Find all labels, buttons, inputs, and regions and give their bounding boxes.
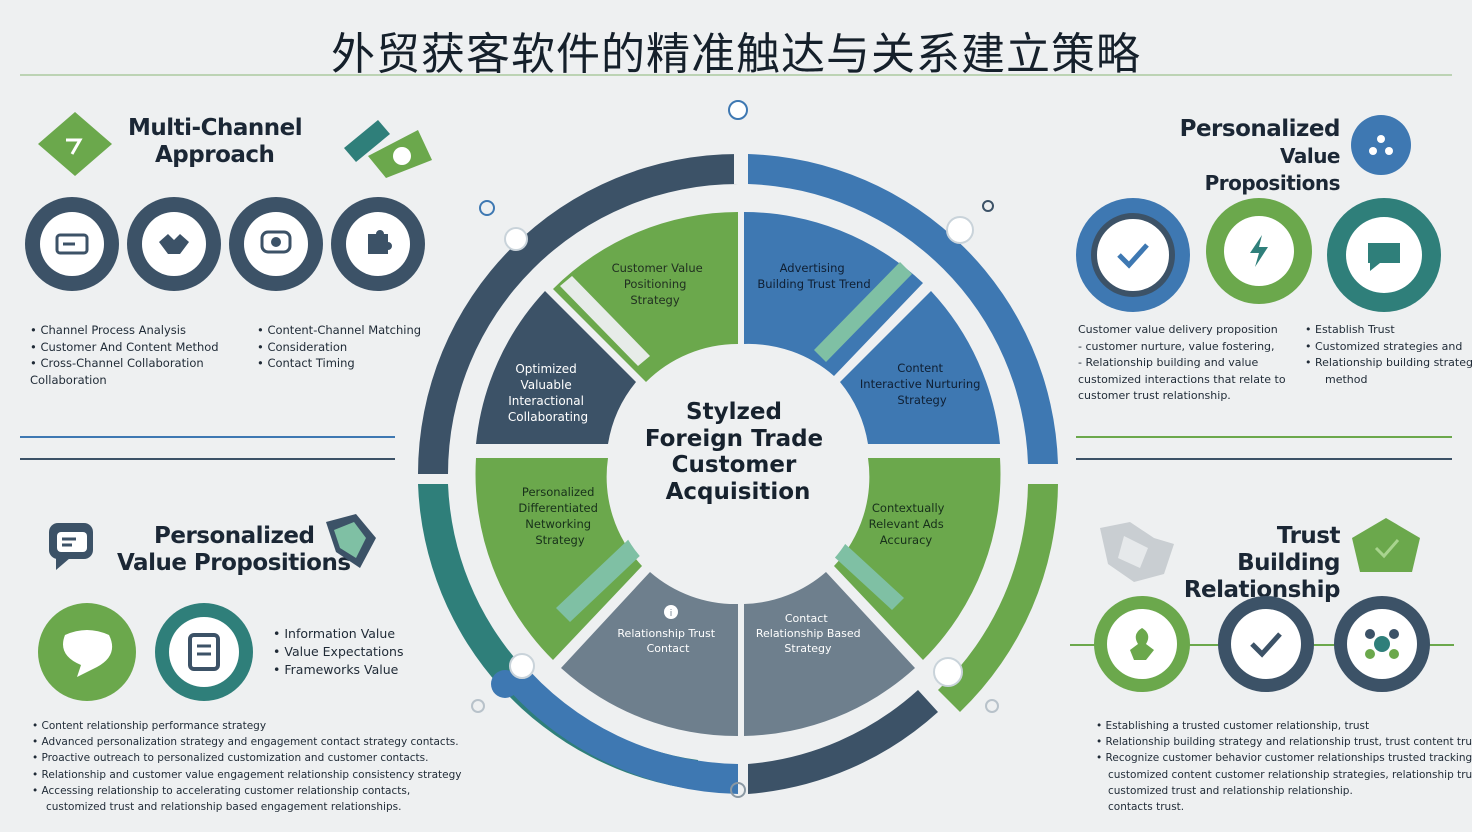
rocket-tag-icon bbox=[326, 514, 376, 568]
check-button-top[interactable] bbox=[1076, 198, 1190, 312]
hand-plant-icon bbox=[1107, 609, 1177, 679]
bullet: Information Value bbox=[273, 625, 403, 643]
card-icon bbox=[40, 212, 104, 276]
speech-bubble-icon bbox=[49, 523, 93, 570]
bullet: Value Expectations bbox=[273, 643, 403, 661]
divider bbox=[1076, 436, 1452, 438]
svg-text:i: i bbox=[670, 609, 673, 619]
handshake-icon bbox=[142, 212, 206, 276]
personalized-bottom-bullets: Information Value Value Expectations Fra… bbox=[273, 625, 403, 679]
outer-arc-bottom-right bbox=[748, 690, 938, 794]
bullet: Channel Process Analysis bbox=[30, 322, 219, 339]
handshake-gray-icon bbox=[1100, 522, 1174, 582]
channel-handshake-button[interactable] bbox=[127, 197, 221, 291]
document-button[interactable] bbox=[155, 603, 253, 701]
chat-gear-icon bbox=[244, 212, 308, 276]
segment-bottom-left bbox=[561, 572, 738, 737]
divider bbox=[20, 458, 395, 460]
divider bbox=[20, 436, 395, 438]
page-title: 外贸获客软件的精准触达与关系建立策略 bbox=[331, 29, 1141, 80]
wheel-segments bbox=[475, 212, 1001, 737]
stripe-upper-left bbox=[560, 276, 650, 366]
outer-arc-top-right bbox=[748, 154, 1058, 464]
segment-right-top bbox=[840, 291, 1000, 444]
segment-label-top-left: Customer Value Positioning Strategy bbox=[612, 261, 707, 307]
divider bbox=[1076, 458, 1452, 460]
segment-top-right bbox=[744, 212, 923, 376]
strategy-wheel: Stylzed Foreign Trade Customer Acquisiti… bbox=[418, 100, 1058, 798]
bullet: Consideration bbox=[257, 339, 421, 356]
channel-card-button[interactable] bbox=[25, 197, 119, 291]
center-hub bbox=[610, 346, 866, 602]
center-line-3: Customer bbox=[672, 452, 797, 478]
personalized-top-bullets: Establish Trust Customized strategies an… bbox=[1305, 322, 1472, 388]
message-icon bbox=[1346, 217, 1422, 293]
puzzle-icon bbox=[346, 212, 410, 276]
title-divider bbox=[20, 74, 1452, 76]
dots-button[interactable] bbox=[1351, 115, 1411, 175]
channel-chat-button[interactable] bbox=[229, 197, 323, 291]
bullet: Customer And Content Method bbox=[30, 339, 218, 356]
heart-chat-button[interactable] bbox=[38, 603, 136, 701]
info-icon: i bbox=[664, 605, 678, 619]
network-icon bbox=[1347, 609, 1417, 679]
channel-puzzle-button[interactable] bbox=[331, 197, 425, 291]
megaphone-icon bbox=[344, 120, 432, 178]
connector-dots bbox=[471, 100, 999, 798]
center-line-2: Foreign Trade bbox=[645, 426, 823, 452]
segment-label-top-right: Advertising Building Trust Trend bbox=[757, 261, 870, 291]
segment-label-left-bottom: Personalized Differentiated Networking S… bbox=[518, 485, 601, 547]
svg-text:Stylzed Foreign Trade: Stylzed Foreign Trade Customer Acquisiti… bbox=[645, 399, 831, 505]
shield-diamond-icon bbox=[1352, 518, 1420, 572]
bullet: Cross-Channel Collaboration bbox=[30, 355, 219, 372]
check-icon bbox=[1091, 213, 1175, 297]
bullet: Contact Timing bbox=[257, 355, 421, 372]
multi-channel-heading: Multi-Channel Approach bbox=[128, 115, 303, 168]
outer-arc-bottom bbox=[500, 660, 738, 794]
trust-building-heading: Trust Building Relationship bbox=[1183, 523, 1341, 603]
trust-building-paragraph: Establishing a trusted customer relation… bbox=[1096, 718, 1472, 815]
center-line-4: Acquisition bbox=[666, 479, 811, 505]
segment-label-bottom-left: Relationship Trust Contact bbox=[617, 627, 718, 655]
check-icon bbox=[1231, 609, 1301, 679]
outer-ring bbox=[418, 154, 1058, 794]
personalized-top-heading: Personalized Value Propositions bbox=[1179, 116, 1341, 195]
personalized-top-paragraph: Customer value delivery proposition - cu… bbox=[1078, 323, 1286, 402]
lightning-button[interactable] bbox=[1206, 198, 1312, 304]
segment-top-left bbox=[553, 212, 738, 382]
segment-label-bottom-right: Contact Relationship Based Strategy bbox=[756, 612, 864, 655]
segment-label-left-top: Optimized Valuable Interactional Collabo… bbox=[508, 362, 588, 424]
bullet-tail: Collaboration bbox=[30, 372, 107, 387]
bullet: Content-Channel Matching bbox=[257, 322, 421, 339]
personalized-bottom-paragraph: Content relationship performance strateg… bbox=[32, 718, 462, 815]
bullet: Frameworks Value bbox=[273, 661, 403, 679]
diamond-arrow-icon bbox=[38, 112, 112, 176]
outer-arc-right bbox=[938, 484, 1058, 712]
stripe-lower-left bbox=[556, 538, 644, 622]
document-icon bbox=[169, 617, 239, 687]
hand-plant-button[interactable] bbox=[1094, 596, 1190, 692]
personalized-bottom-heading: Personalized Value Propositions bbox=[117, 523, 351, 576]
center-line-1: Stylzed bbox=[686, 399, 782, 425]
lightning-icon bbox=[1224, 216, 1294, 286]
segment-right-bottom bbox=[834, 458, 1001, 660]
segment-left-bottom bbox=[475, 458, 642, 660]
segment-left-top bbox=[476, 291, 636, 444]
network-button[interactable] bbox=[1334, 596, 1430, 692]
segment-label-right-bottom: Contextually Relevant Ads Accuracy bbox=[869, 501, 949, 547]
message-button[interactable] bbox=[1327, 198, 1441, 312]
outer-arc-top-left bbox=[418, 154, 738, 474]
stripe-upper-right bbox=[814, 262, 912, 362]
multi-channel-bullets-right: Content-Channel Matching Consideration C… bbox=[257, 322, 421, 372]
multi-channel-bullets-left: Channel Process Analysis Customer And Co… bbox=[30, 322, 219, 388]
segment-label-right-top: Content Interactive Nurturing Strategy bbox=[860, 361, 984, 407]
dots-icon bbox=[1369, 135, 1393, 155]
segment-bottom-right bbox=[744, 572, 915, 736]
check-button-bottom[interactable] bbox=[1218, 596, 1314, 692]
